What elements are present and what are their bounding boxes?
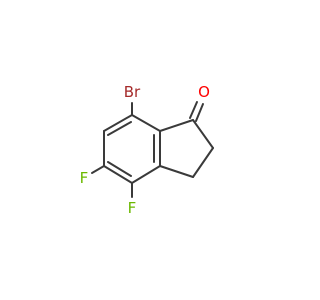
bond-c3a-c4 <box>131 165 161 184</box>
bond-c6-c7 <box>103 114 133 132</box>
structure-diagram: Br O F F <box>80 83 214 217</box>
bond-c1-o-a <box>189 101 198 119</box>
bond-c1-o-b <box>195 103 204 122</box>
bromine-label: Br <box>124 83 141 101</box>
bond-c4-c5 <box>103 165 133 184</box>
bond-c6-c7-inner <box>107 121 132 136</box>
bond-c5-f <box>91 165 105 174</box>
bond-c3-c3a <box>159 165 194 178</box>
bond-c7-c7a <box>131 114 161 132</box>
bond-c2-c3 <box>192 147 214 178</box>
bond-c7a-c1 <box>159 119 194 132</box>
fluorine-label-4: F <box>128 199 137 217</box>
bond-c4-c5-inner <box>107 161 132 177</box>
bond-c1-c2 <box>192 119 214 149</box>
bond-layer <box>91 101 214 198</box>
fluorine-label-5: F <box>80 169 89 187</box>
oxygen-label: O <box>198 83 210 101</box>
atom-labels: Br O F F <box>80 83 210 217</box>
